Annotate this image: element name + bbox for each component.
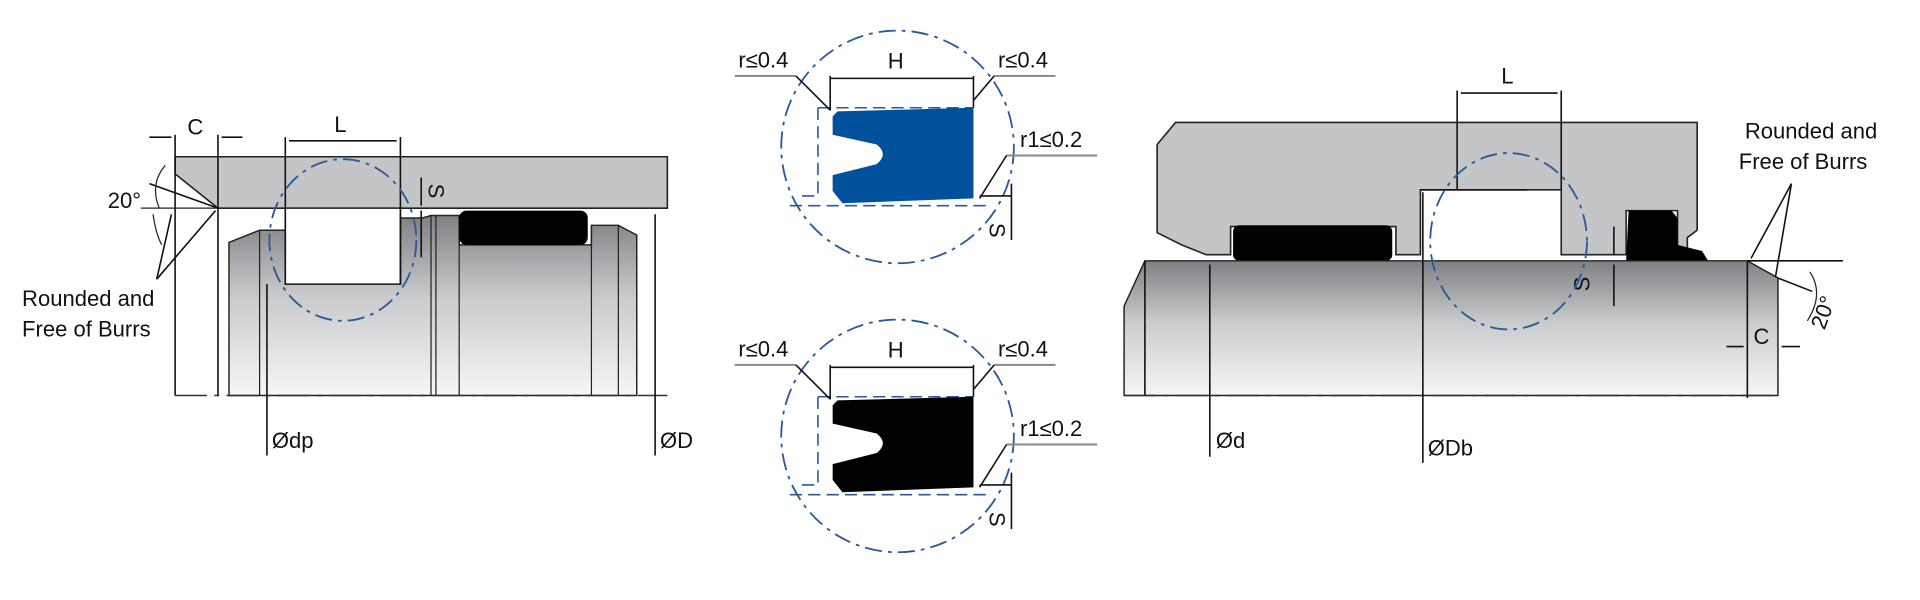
clearance-label: S	[984, 512, 1009, 527]
piston-rod	[1123, 260, 1779, 397]
chamfer-length-label: C	[187, 115, 203, 140]
bore-diameter-label: ØD	[660, 428, 693, 453]
u-cup-seal-blue	[832, 107, 974, 204]
u-cup-seal-black	[832, 396, 974, 493]
gland-housing	[1156, 121, 1698, 256]
note-rounded-line2: Free of Burrs	[22, 317, 151, 342]
groove-diameter-label: Ødp	[272, 428, 314, 453]
radial-clearance-label: S	[1569, 277, 1594, 292]
note-rounded-line1: Rounded and	[1745, 118, 1877, 143]
chamfer-angle-label: 20°	[108, 188, 141, 213]
radius-left-label: r≤0.4	[738, 336, 788, 361]
radius-right-label: r≤0.4	[998, 47, 1048, 72]
height-label: H	[888, 338, 904, 363]
groove-length-label: L	[334, 112, 346, 137]
rod-diagram: L Rounded and Free of Burrs S 20° C Ød Ø…	[1123, 63, 1877, 463]
guide-ring-black	[459, 210, 588, 245]
detail-circle	[1429, 152, 1588, 331]
note-rounded-line2: Free of Burrs	[1739, 149, 1868, 174]
piston-diagram: C L S 20° Rounded and Free of Burrs Ødp …	[22, 112, 693, 456]
piston-body	[228, 207, 638, 397]
clearance-label: S	[984, 223, 1009, 238]
chamfer-length-label: C	[1753, 324, 1769, 349]
chamfer-angle-label: 20°	[1806, 292, 1841, 332]
detail-black-seal: H r≤0.4 r≤0.4 r1≤0.2 S	[734, 318, 1098, 554]
seal-groove	[284, 207, 402, 285]
radius-r1-label: r1≤0.2	[1020, 416, 1082, 441]
detail-circle	[268, 158, 418, 322]
guide-ring-black	[1233, 225, 1393, 261]
radius-r1-label: r1≤0.2	[1020, 127, 1082, 152]
height-label: H	[888, 49, 904, 74]
wiper-seal-black	[1626, 210, 1709, 261]
groove-length-label: L	[1501, 63, 1513, 88]
radius-left-label: r≤0.4	[738, 47, 788, 72]
groove-diameter-label: ØDb	[1428, 436, 1473, 461]
radial-clearance-label: S	[424, 184, 449, 199]
note-rounded-line1: Rounded and	[22, 286, 154, 311]
detail-blue-seal: H r≤0.4 r≤0.4 r1≤0.2 S	[734, 29, 1098, 265]
radius-right-label: r≤0.4	[998, 336, 1048, 361]
rod-diameter-label: Ød	[1216, 428, 1245, 453]
